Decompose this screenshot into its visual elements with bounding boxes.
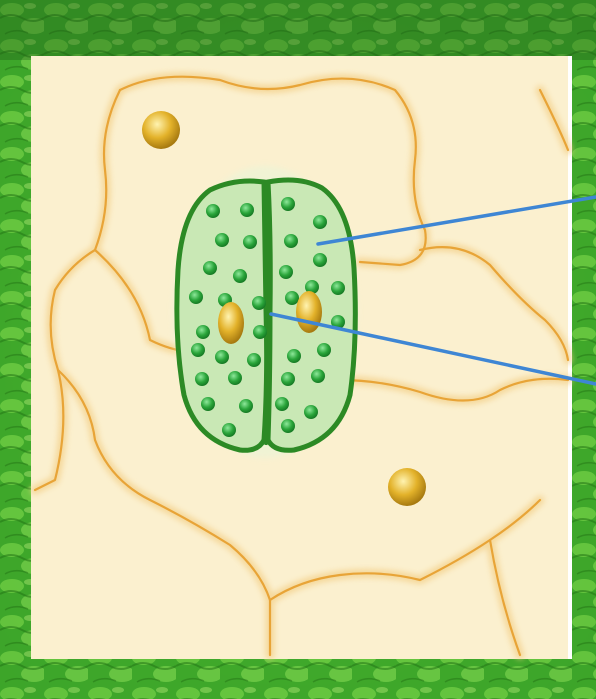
chloroplast [215,233,229,247]
chloroplast [285,291,299,305]
chloroplast [189,290,203,304]
epidermal-nucleus-top-left [142,111,180,149]
chloroplast [215,350,229,364]
chloroplast [304,405,318,419]
chloroplast [252,296,266,310]
chloroplast [281,372,295,386]
chloroplast [222,423,236,437]
epidermal-nucleus-bottom-right [388,468,426,506]
chloroplast [233,269,247,283]
chloroplast [253,325,267,339]
chloroplast [203,261,217,275]
guard-cell-nucleus-left [218,302,244,344]
chloroplast [196,325,210,339]
chloroplast [287,349,301,363]
chloroplast [247,353,261,367]
chloroplast [275,397,289,411]
chloroplast [206,204,220,218]
chloroplast [331,281,345,295]
chloroplast [240,203,254,217]
chloroplast [228,371,242,385]
chloroplast [313,253,327,267]
chloroplast [201,397,215,411]
chloroplast [281,419,295,433]
chloroplast [239,399,253,413]
chloroplast [311,369,325,383]
chloroplast [313,215,327,229]
chloroplast [191,343,205,357]
chloroplast [317,343,331,357]
stoma [173,166,357,458]
chloroplast [281,197,295,211]
chloroplast [284,234,298,248]
chloroplast [195,372,209,386]
guard-cell-nucleus-right [296,291,322,333]
chloroplast [279,265,293,279]
chloroplast [243,235,257,249]
